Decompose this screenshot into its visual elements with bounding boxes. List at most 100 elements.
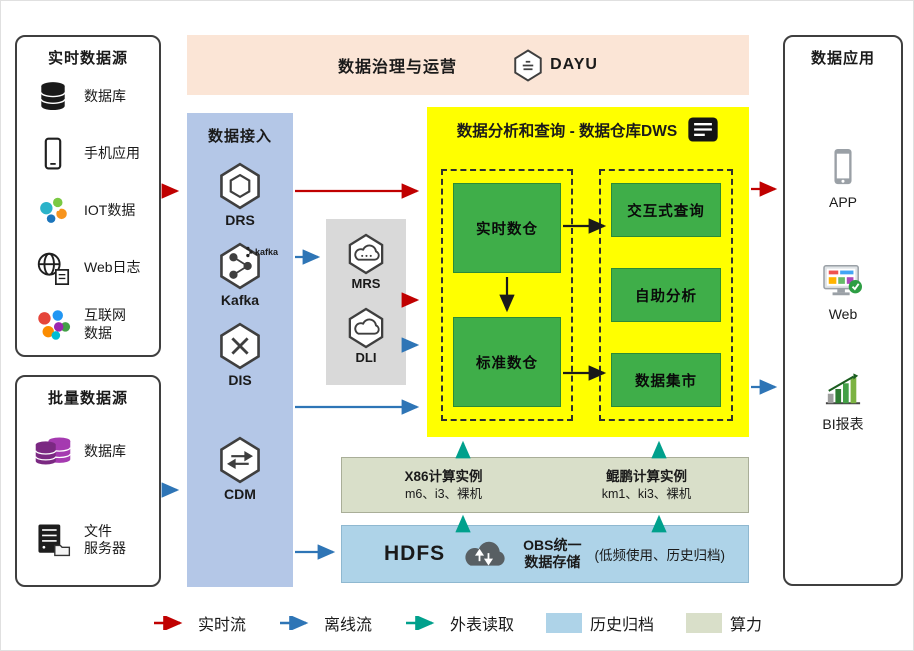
legend-item-compute-power: 算力 xyxy=(686,611,762,635)
applications-panel: 数据应用 APP Web BI报表 xyxy=(783,35,903,586)
database-icon xyxy=(32,79,74,115)
database-purple-icon xyxy=(32,433,74,471)
legend-item-offline: 离线流 xyxy=(278,611,372,635)
dws-title-row: 数据分析和查询 - 数据仓库DWS xyxy=(427,107,749,143)
web-log-icon xyxy=(32,249,74,287)
hdfs-label: HDFS xyxy=(384,542,446,565)
app-item-bi: BI报表 xyxy=(785,370,901,434)
legend-label: 算力 xyxy=(730,617,763,634)
source-label: 手机应用 xyxy=(84,144,140,161)
realtime-sources-title: 实时数据源 xyxy=(47,50,128,67)
engine-label: MRS xyxy=(351,276,381,291)
source-label: 数据库 xyxy=(84,443,126,460)
applications-title: 数据应用 xyxy=(810,50,875,67)
source-label: Web日志 xyxy=(84,258,141,275)
kunpeng-compute: 鲲鹏计算实例 km1、ki3、裸机 xyxy=(545,458,748,512)
batch-sources-panel: 批量数据源 数据库 文件 服务器 xyxy=(15,375,161,587)
ingestion-label: DIS xyxy=(228,372,252,388)
data-ingestion-panel: 数据接入 DRS kafka Kafka DIS xyxy=(187,113,293,587)
interactive-query-box: 交互式查询 xyxy=(611,183,721,237)
dws-title: 数据分析和查询 - 数据仓库DWS xyxy=(456,122,678,140)
app-label: BI报表 xyxy=(822,416,864,432)
self-analysis-box: 自助分析 xyxy=(611,268,721,322)
engine-label: DLI xyxy=(355,350,377,365)
app-label: APP xyxy=(828,194,857,210)
kunpeng-title: 鲲鹏计算实例 xyxy=(606,469,687,485)
x86-title: X86计算实例 xyxy=(404,469,483,485)
list-item: Web日志 xyxy=(17,239,159,296)
legend-compute-swatch xyxy=(686,613,723,633)
ingestion-item-kafka: kafka Kafka xyxy=(218,242,278,308)
ingestion-item-drs: DRS xyxy=(218,162,262,228)
list-item: 文件 服务器 xyxy=(17,496,159,584)
legend-red-arrow-icon xyxy=(153,616,183,630)
realtime-dw-box: 实时数仓 xyxy=(453,183,561,273)
legend-label: 历史归档 xyxy=(590,617,655,634)
drs-hexagon-icon xyxy=(220,162,260,210)
list-item: 互联网 数据 xyxy=(17,296,159,353)
legend-label: 离线流 xyxy=(323,617,372,634)
realtime-sources-panel: 实时数据源 数据库 手机应用 IOT数据 Web日志 xyxy=(15,35,161,357)
kafka-badge-label: kafka xyxy=(254,247,278,257)
x86-compute: X86计算实例 m6、i3、裸机 xyxy=(342,458,545,512)
green-box-label: 自助分析 xyxy=(635,288,697,305)
engine-item-dli: DLI xyxy=(347,307,385,365)
standard-dw-box: 标准数仓 xyxy=(453,317,561,407)
list-item: 数据库 xyxy=(17,408,159,496)
dws-analysis-group xyxy=(599,169,733,421)
iot-icon xyxy=(32,192,74,230)
legend-label: 实时流 xyxy=(197,617,246,634)
app-item-app: APP xyxy=(785,146,901,210)
obs-label: OBS统一 数据存储 xyxy=(523,537,581,572)
obs-line1: OBS统一 xyxy=(523,536,582,553)
legend-label: 外表读取 xyxy=(449,617,514,634)
internet-data-icon xyxy=(32,306,74,344)
phone-icon xyxy=(32,136,74,172)
dayu-hexagon-icon xyxy=(514,48,542,82)
source-label: 数据库 xyxy=(84,87,126,104)
ingestion-label: Kafka xyxy=(220,292,260,308)
mrs-hexagon-icon xyxy=(348,233,384,275)
obs-cloud-icon xyxy=(465,541,505,566)
web-monitor-icon xyxy=(823,265,862,296)
legend: 实时流 离线流 外表读取 历史归档 算力 xyxy=(1,611,913,635)
data-mart-box: 数据集市 xyxy=(611,353,721,407)
kafka-logo-icon xyxy=(246,246,253,258)
dayu-logo: DAYU xyxy=(513,48,598,82)
source-label: 文件 服务器 xyxy=(84,522,126,557)
legend-item-realtime: 实时流 xyxy=(152,611,246,635)
dli-hexagon-icon xyxy=(348,307,384,349)
obs-line2: 数据存储 xyxy=(524,554,581,570)
green-box-label: 标准数仓 xyxy=(476,355,538,372)
source-label: 互联网 数据 xyxy=(84,307,126,341)
app-item-web: Web xyxy=(785,262,901,322)
dayu-logo-text: DAYU xyxy=(550,56,598,73)
list-item: 手机应用 xyxy=(17,125,159,182)
list-item: IOT数据 xyxy=(17,182,159,239)
data-ingestion-title: 数据接入 xyxy=(207,128,272,145)
dws-storage-group xyxy=(441,169,573,421)
ingestion-label: DRS xyxy=(225,212,255,228)
dws-ledger-icon xyxy=(688,117,718,142)
file-server-icon xyxy=(32,521,74,559)
kafka-wordmark: kafka xyxy=(244,246,278,258)
app-phone-icon xyxy=(834,148,852,185)
green-box-label: 数据集市 xyxy=(635,373,697,390)
legend-item-archive: 历史归档 xyxy=(546,611,654,635)
batch-sources-title: 批量数据源 xyxy=(47,390,128,407)
list-item: 数据库 xyxy=(17,68,159,125)
source-label: IOT数据 xyxy=(84,201,136,218)
dis-hexagon-icon xyxy=(220,322,260,370)
ingestion-item-dis: DIS xyxy=(218,322,262,388)
cdm-hexagon-icon xyxy=(220,436,260,484)
governance-title: 数据治理与运营 xyxy=(338,59,458,76)
green-box-label: 实时数仓 xyxy=(476,221,538,238)
legend-teal-arrow-icon xyxy=(405,616,435,630)
compute-instances-panel: X86计算实例 m6、i3、裸机 鲲鹏计算实例 km1、ki3、裸机 xyxy=(341,457,749,513)
x86-spec: m6、i3、裸机 xyxy=(404,486,483,501)
app-label: Web xyxy=(828,306,858,322)
engine-item-mrs: MRS xyxy=(347,233,385,291)
engines-panel: MRS DLI xyxy=(326,219,406,385)
legend-item-external-read: 外表读取 xyxy=(404,611,514,635)
